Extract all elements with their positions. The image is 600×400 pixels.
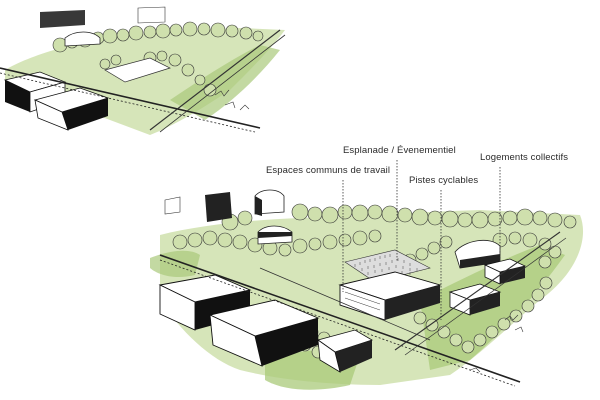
warehouse xyxy=(195,290,250,330)
label-pistes-cyclables: Pistes cyclables xyxy=(409,175,479,186)
workspace-building xyxy=(385,285,440,320)
green-area xyxy=(5,28,285,135)
cycle-path xyxy=(404,237,567,356)
building xyxy=(460,254,500,268)
building xyxy=(164,196,181,215)
green-area xyxy=(170,45,280,120)
sketch-lines xyxy=(214,89,250,111)
green-area xyxy=(150,250,200,278)
building xyxy=(64,31,101,47)
road xyxy=(159,34,286,133)
building xyxy=(137,6,166,24)
cycle-path xyxy=(394,231,561,351)
housing-building xyxy=(484,264,501,285)
building xyxy=(40,10,85,28)
warehouse xyxy=(335,340,372,372)
label-logements-collectifs: Logements collectifs xyxy=(480,152,569,163)
warehouse xyxy=(209,314,263,367)
warehouse xyxy=(317,339,341,373)
label-espaces-communs: Espaces communs de travail xyxy=(266,165,391,176)
workspace-building xyxy=(344,291,381,311)
railway xyxy=(159,254,521,383)
warehouse xyxy=(5,80,30,112)
railway xyxy=(0,67,261,129)
building xyxy=(205,192,232,222)
tree-cluster xyxy=(172,203,577,269)
esplanade xyxy=(344,249,431,283)
after-sketch xyxy=(150,160,584,390)
field xyxy=(104,57,171,83)
railway xyxy=(159,259,516,387)
building xyxy=(255,196,262,216)
housing-building xyxy=(470,292,500,315)
warehouse xyxy=(34,99,69,131)
road xyxy=(149,29,281,131)
warehouse xyxy=(62,98,108,130)
building xyxy=(254,189,285,215)
sketch-lines xyxy=(469,314,524,373)
label-esplanade: Esplanade / Évenementiel xyxy=(343,145,456,156)
building xyxy=(258,232,292,238)
warehouse xyxy=(255,318,318,366)
road xyxy=(259,267,431,341)
leader-lines xyxy=(342,160,501,320)
before-sketch xyxy=(0,6,286,135)
